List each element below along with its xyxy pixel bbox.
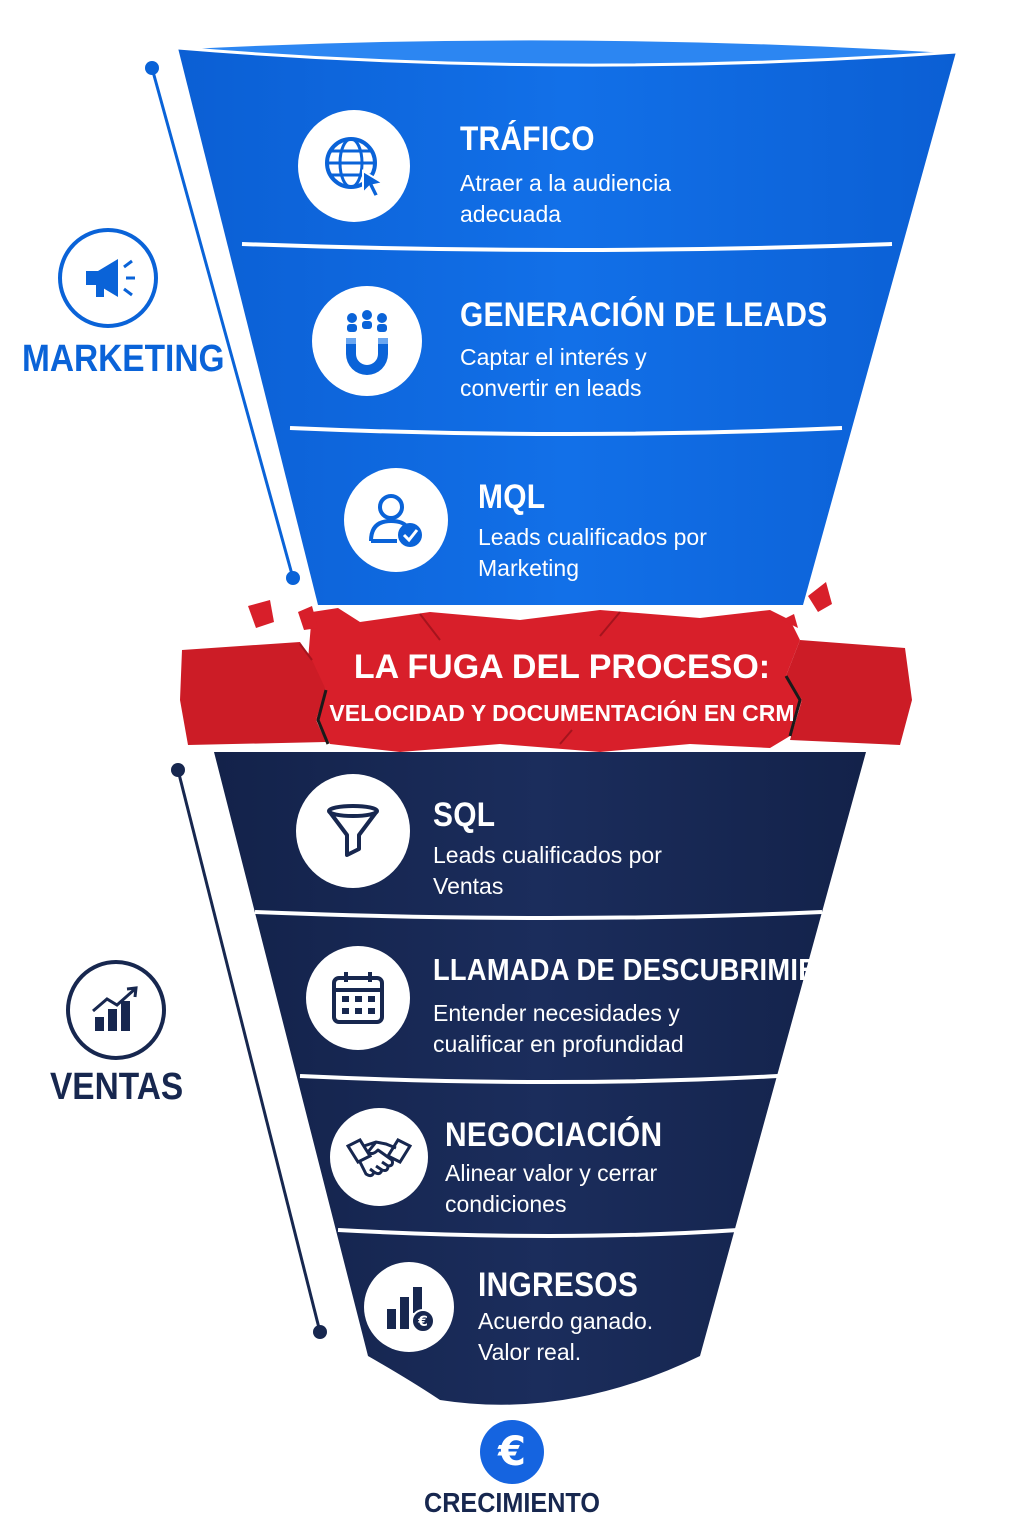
stage-title: LLAMADA DE DESCUBRIMIENTO: [433, 952, 875, 987]
outcome-label: CRECIMIENTO: [424, 1487, 600, 1518]
divider-3: [254, 910, 823, 920]
euro-icon: €: [480, 1420, 544, 1484]
stage-description: Captar el interés y convertir en leads: [460, 344, 647, 401]
stage-title: MQL: [478, 478, 546, 516]
divider-5: [337, 1228, 739, 1238]
stage-description: Acuerdo ganado. Valor real.: [478, 1308, 654, 1365]
marketing-label: MARKETING: [22, 338, 225, 380]
calendar-icon: [306, 946, 410, 1050]
stage-title: GENERACIÓN DE LEADS: [460, 296, 828, 334]
globe-cursor-icon: [298, 110, 410, 222]
stage-title: NEGOCIACIÓN: [445, 1116, 663, 1154]
stage-description: Atraer a la audiencia adecuada: [460, 170, 671, 227]
divider-4: [299, 1074, 779, 1084]
leak-subtitle: VELOCIDAD Y DOCUMENTACIÓN EN CRM: [329, 700, 795, 726]
megaphone-icon: [58, 228, 158, 328]
divider-1: [241, 242, 893, 252]
divider-2: [289, 426, 843, 436]
stage-title: INGRESOS: [478, 1266, 639, 1304]
sales-label: VENTAS: [50, 1066, 184, 1108]
stage-title: TRÁFICO: [460, 120, 595, 158]
leak-title: LA FUGA DEL PROCESO:: [353, 648, 771, 686]
handshake-icon: [330, 1108, 428, 1206]
leak-band: [180, 582, 912, 752]
funnel-rim: [177, 37, 957, 67]
stage-description: Entender necesidades y cualificar en pro…: [433, 1000, 684, 1057]
stage-description: Leads cualificados por Marketing: [478, 524, 707, 581]
growth-chart-icon: [66, 960, 166, 1060]
marketing-timeline: [150, 67, 295, 579]
revenue-chart-icon: €: [364, 1262, 454, 1352]
magnet-people-icon: [312, 286, 422, 396]
svg-text:€: €: [417, 1314, 428, 1330]
euro-symbol: €: [498, 1429, 526, 1475]
user-check-icon: [344, 468, 448, 572]
filter-icon: [296, 774, 410, 888]
sales-timeline: [176, 769, 322, 1333]
stage-title: SQL: [433, 796, 496, 834]
stage-description: Leads cualificados por Ventas: [433, 842, 662, 899]
stage-description: Alinear valor y cerrar condiciones: [445, 1160, 658, 1217]
